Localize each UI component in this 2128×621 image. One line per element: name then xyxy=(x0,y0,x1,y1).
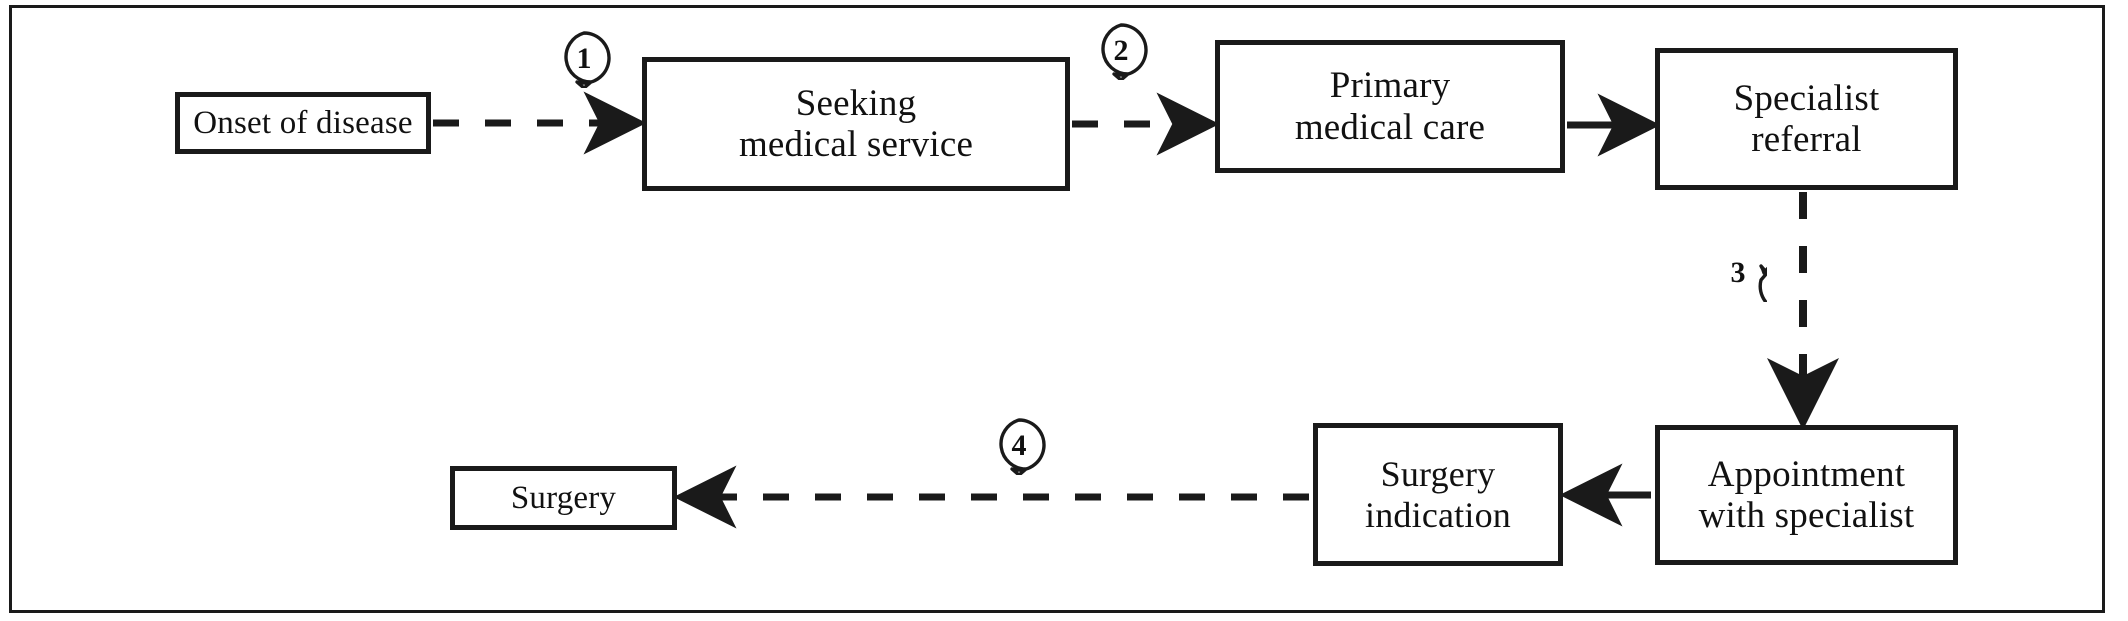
node-seeking-medical-service[interactable]: Seeking medical service xyxy=(642,57,1070,191)
node-surgery-label: Surgery xyxy=(510,479,617,516)
step-marker-3[interactable]: 3 xyxy=(1709,244,1812,313)
step-marker-2[interactable]: 2 xyxy=(1092,22,1150,82)
step-marker-2-number: 2 xyxy=(1113,34,1129,67)
diagram-border xyxy=(9,5,2105,613)
step-marker-1-number: 1 xyxy=(576,42,592,75)
node-surgery[interactable]: Surgery xyxy=(450,466,677,530)
node-specialist-referral[interactable]: Specialist referral xyxy=(1655,48,1958,190)
node-seeking-medical-service-label: Seeking medical service xyxy=(738,82,974,165)
node-surgery-indication-label: Surgery indication xyxy=(1365,454,1511,535)
node-surgery-indication[interactable]: Surgery indication xyxy=(1313,423,1563,566)
node-primary-medical-care[interactable]: Primary medical care xyxy=(1215,40,1565,173)
step-marker-3-number: 3 xyxy=(1730,256,1746,289)
node-onset-of-disease[interactable]: Onset of disease xyxy=(175,92,431,154)
node-appointment-with-specialist[interactable]: Appointment with specialist xyxy=(1655,425,1958,565)
step-marker-4-number: 4 xyxy=(1011,429,1027,462)
node-specialist-referral-label: Specialist referral xyxy=(1733,77,1880,160)
node-appointment-with-specialist-label: Appointment with specialist xyxy=(1698,453,1915,536)
callout-bubble-icon xyxy=(1101,23,1148,82)
step-marker-4[interactable]: 4 xyxy=(990,417,1048,477)
node-onset-of-disease-label: Onset of disease xyxy=(193,104,413,141)
callout-bubble-icon xyxy=(999,418,1046,477)
step-marker-1[interactable]: 1 xyxy=(555,30,613,90)
node-primary-medical-care-label: Primary medical care xyxy=(1294,65,1486,148)
callout-bubble-icon xyxy=(564,31,611,90)
